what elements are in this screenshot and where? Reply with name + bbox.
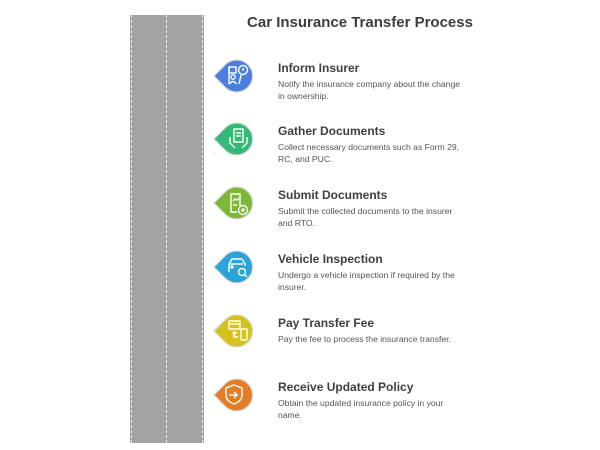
step-badge <box>212 56 258 96</box>
step-description: Submit the collected documents to the in… <box>278 206 453 228</box>
step-title: Pay Transfer Fee <box>278 316 375 330</box>
diagram-title: Car Insurance Transfer Process <box>247 14 473 31</box>
step-receive-updated-policy: Receive Updated Policy Obtain the update… <box>212 375 472 435</box>
step-badge <box>212 183 258 223</box>
road-edge-left <box>131 15 132 443</box>
road-graphic <box>130 15 204 443</box>
user-alert-icon <box>228 64 249 85</box>
step-title: Receive Updated Policy <box>278 380 414 394</box>
document-hands-icon <box>229 128 248 149</box>
step-badge <box>212 375 258 415</box>
road-center-line <box>166 15 167 443</box>
step-vehicle-inspection: Vehicle Inspection Undergo a vehicle ins… <box>212 247 472 307</box>
step-gather-documents: Gather Documents Collect necessary docum… <box>212 119 472 179</box>
step-inform-insurer: Inform Insurer Notify the insurance comp… <box>212 56 472 116</box>
step-title: Vehicle Inspection <box>278 252 383 266</box>
car-search-icon <box>228 258 248 278</box>
step-badge <box>212 247 258 287</box>
step-description: Obtain the updated insurance policy in y… <box>278 398 444 420</box>
step-description: Undergo a vehicle inspection if required… <box>278 270 455 292</box>
shield-enter-icon <box>225 384 243 405</box>
step-description: Pay the fee to process the insurance tra… <box>278 334 451 344</box>
step-badge <box>212 311 258 351</box>
step-title: Inform Insurer <box>278 61 360 75</box>
card-phone-payment-icon <box>228 320 248 341</box>
step-pay-transfer-fee: Pay Transfer Fee Pay the fee to process … <box>212 311 472 371</box>
step-submit-documents: Submit Documents Submit the collected do… <box>212 183 472 243</box>
step-title: Submit Documents <box>278 188 388 202</box>
step-description: Collect necessary documents such as Form… <box>278 142 460 164</box>
document-add-icon <box>230 193 249 216</box>
step-title: Gather Documents <box>278 124 386 138</box>
step-badge <box>212 119 258 159</box>
step-description: Notify the insurance company about the c… <box>278 79 461 101</box>
road-edge-right <box>202 15 203 443</box>
